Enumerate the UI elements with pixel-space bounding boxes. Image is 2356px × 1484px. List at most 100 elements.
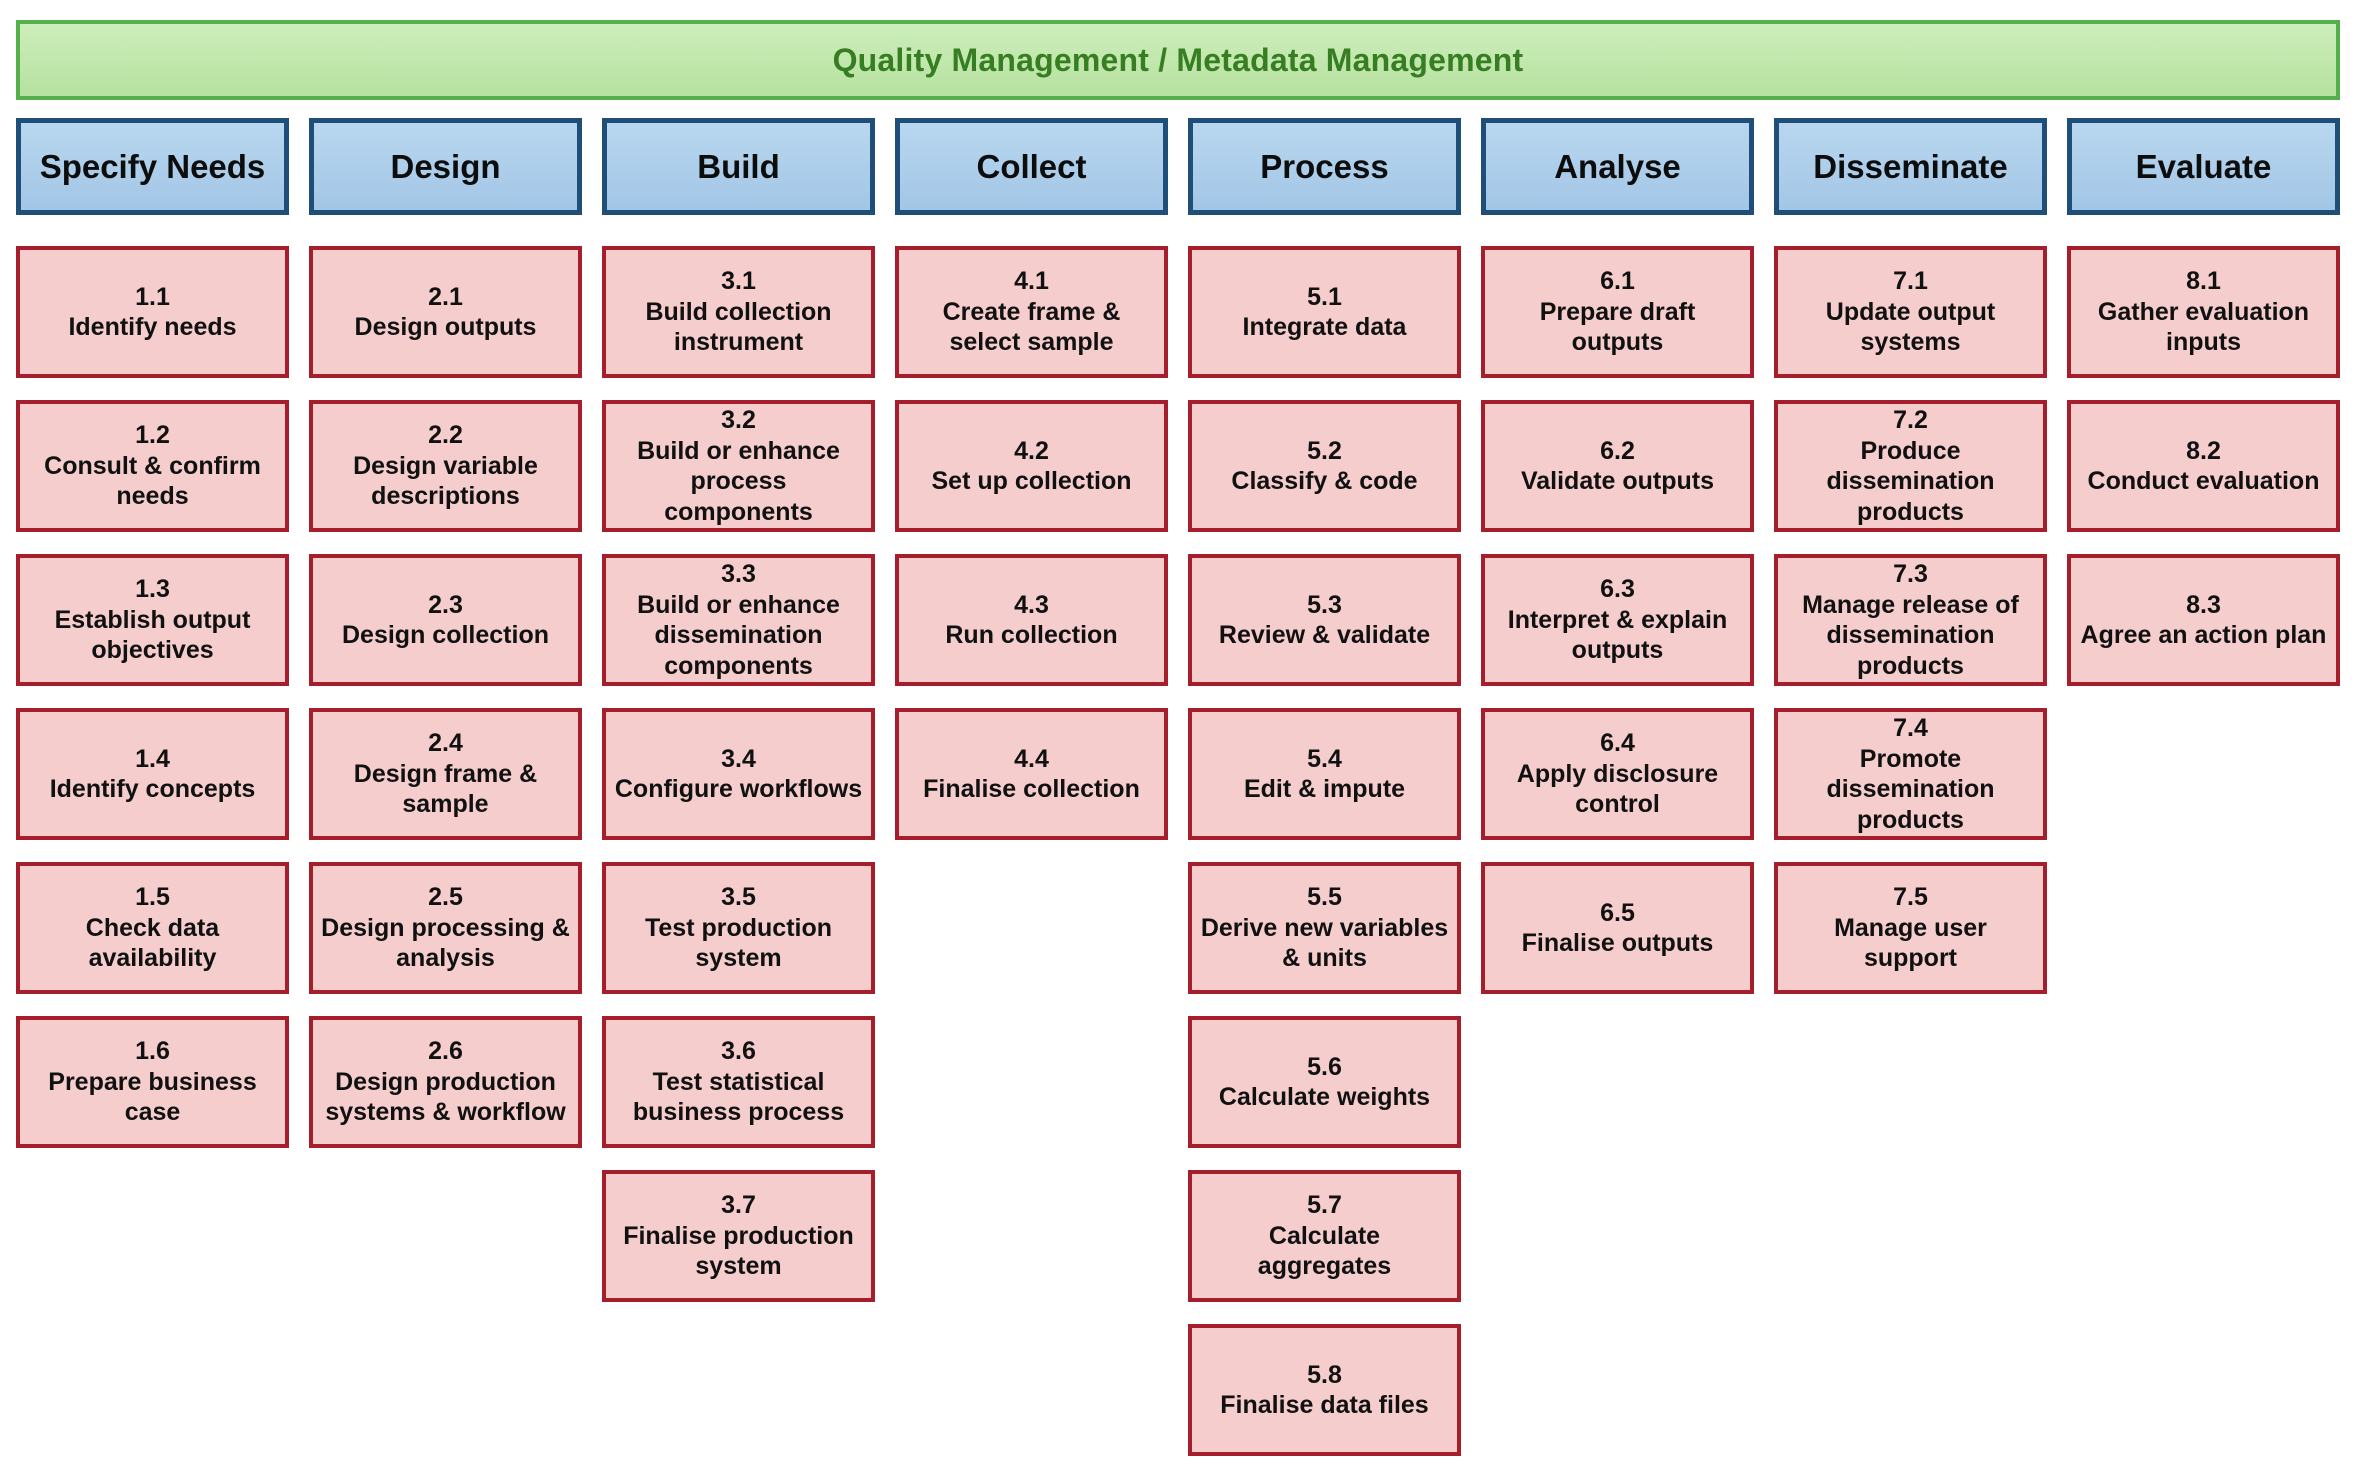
task-number: 3.4 [721, 744, 756, 773]
task-label: Identify concepts [49, 775, 256, 803]
task-number: 5.3 [1307, 590, 1342, 619]
task-label: Apply disclosure control [1516, 759, 1719, 819]
task-label: Calculate aggregates [1257, 1221, 1392, 1281]
task-label: Identify needs [68, 313, 237, 341]
task-number: 7.3 [1893, 560, 1928, 588]
task-number: 1.1 [135, 282, 170, 311]
task-label: Run collection [945, 621, 1118, 649]
task-number: 8.3 [2186, 590, 2221, 619]
phase-header-evaluate: Evaluate [2067, 118, 2340, 215]
task-label: Manage user support [1834, 913, 1987, 973]
task-label: Agree an action plan [2080, 621, 2327, 649]
task-card-6-1: 6.1 Prepare draft outputs [1481, 246, 1754, 378]
task-card-5-7: 5.7 Calculate aggregates [1188, 1170, 1461, 1302]
task-card-1-1: 1.1 Identify needs [16, 246, 289, 378]
task-number: 2.2 [428, 421, 463, 450]
task-number: 1.3 [135, 575, 170, 604]
task-label: Design variable descriptions [353, 451, 538, 511]
task-card-5-5: 5.5 Derive new variables & units [1188, 862, 1461, 994]
task-label: Manage release of dissemination products [1802, 590, 2019, 680]
task-number: 3.7 [721, 1191, 756, 1220]
task-label: Gather evaluation inputs [2097, 297, 2310, 357]
task-label: Establish output objectives [54, 605, 251, 665]
task-label: Build or enhance process components [637, 436, 840, 526]
task-number: 7.1 [1893, 267, 1928, 296]
task-label: Build collection instrument [645, 297, 832, 357]
task-number: 2.5 [428, 883, 463, 912]
task-number: 5.4 [1307, 744, 1342, 773]
task-number: 7.5 [1893, 883, 1928, 912]
task-card-7-2: 7.2 Produce dissemination products [1774, 400, 2047, 532]
task-card-8-2: 8.2 Conduct evaluation [2067, 400, 2340, 532]
task-number: 3.5 [721, 883, 756, 912]
task-number: 8.1 [2186, 267, 2221, 296]
task-number: 3.3 [721, 560, 756, 588]
task-label: Design production systems & workflow [325, 1067, 566, 1127]
task-card-2-2: 2.2 Design variable descriptions [309, 400, 582, 532]
task-number: 7.2 [1893, 406, 1928, 434]
task-label: Interpret & explain outputs [1507, 605, 1728, 665]
phase-header-disseminate: Disseminate [1774, 118, 2047, 215]
task-number: 5.5 [1307, 883, 1342, 912]
task-number: 2.6 [428, 1037, 463, 1066]
task-label: Update output systems [1825, 297, 1996, 357]
task-label: Design outputs [354, 313, 537, 341]
task-label: Produce dissemination products [1826, 436, 1995, 526]
task-number: 3.6 [721, 1037, 756, 1066]
phase-column-disseminate: Disseminate 7.1 Update output systems 7.… [1774, 118, 2047, 1478]
task-number: 3.1 [721, 267, 756, 296]
task-number: 6.4 [1600, 729, 1635, 758]
task-card-6-2: 6.2 Validate outputs [1481, 400, 1754, 532]
task-label: Promote dissemination products [1826, 744, 1995, 834]
task-number: 4.3 [1014, 590, 1049, 619]
phase-column-process: Process 5.1 Integrate data 5.2 Classify … [1188, 118, 1461, 1478]
task-label: Calculate weights [1218, 1083, 1431, 1111]
task-card-2-3: 2.3 Design collection [309, 554, 582, 686]
task-card-2-5: 2.5 Design processing & analysis [309, 862, 582, 994]
task-card-5-8: 5.8 Finalise data files [1188, 1324, 1461, 1456]
task-number: 5.6 [1307, 1052, 1342, 1081]
task-number: 2.4 [428, 729, 463, 758]
task-card-6-3: 6.3 Interpret & explain outputs [1481, 554, 1754, 686]
task-number: 1.2 [135, 421, 170, 450]
task-label: Derive new variables & units [1200, 913, 1449, 973]
task-number: 2.1 [428, 282, 463, 311]
task-label: Design collection [342, 621, 549, 649]
task-number: 5.1 [1307, 282, 1342, 311]
task-label: Check data availability [85, 913, 220, 973]
task-label: Prepare draft outputs [1539, 297, 1696, 357]
task-label: Design frame & sample [353, 759, 538, 819]
task-card-5-1: 5.1 Integrate data [1188, 246, 1461, 378]
phase-header-analyse: Analyse [1481, 118, 1754, 215]
task-card-3-2: 3.2 Build or enhance process components [602, 400, 875, 532]
phase-column-design: Design 2.1 Design outputs 2.2 Design var… [309, 118, 582, 1478]
task-label: Build or enhance dissemination component… [637, 590, 840, 680]
task-number: 7.4 [1893, 714, 1928, 742]
task-card-8-1: 8.1 Gather evaluation inputs [2067, 246, 2340, 378]
task-card-2-6: 2.6 Design production systems & workflow [309, 1016, 582, 1148]
task-card-5-3: 5.3 Review & validate [1188, 554, 1461, 686]
task-number: 1.6 [135, 1037, 170, 1066]
task-label: Review & validate [1218, 621, 1431, 649]
task-card-6-4: 6.4 Apply disclosure control [1481, 708, 1754, 840]
task-label: Finalise data files [1220, 1391, 1429, 1419]
task-card-3-4: 3.4 Configure workflows [602, 708, 875, 840]
phase-column-collect: Collect 4.1 Create frame & select sample… [895, 118, 1168, 1478]
task-card-5-6: 5.6 Calculate weights [1188, 1016, 1461, 1148]
task-number: 4.2 [1014, 436, 1049, 465]
task-label: Test statistical business process [632, 1067, 845, 1127]
task-number: 6.5 [1600, 898, 1635, 927]
task-label: Create frame & select sample [942, 297, 1121, 357]
task-number: 5.7 [1307, 1191, 1342, 1220]
task-label: Finalise outputs [1521, 929, 1714, 957]
task-card-3-3: 3.3 Build or enhance dissemination compo… [602, 554, 875, 686]
task-card-5-4: 5.4 Edit & impute [1188, 708, 1461, 840]
task-number: 8.2 [2186, 436, 2221, 465]
task-card-1-3: 1.3 Establish output objectives [16, 554, 289, 686]
task-label: Consult & confirm needs [44, 451, 261, 511]
task-card-2-1: 2.1 Design outputs [309, 246, 582, 378]
task-card-1-4: 1.4 Identify concepts [16, 708, 289, 840]
task-label: Finalise production system [623, 1221, 854, 1281]
task-number: 6.2 [1600, 436, 1635, 465]
phase-column-evaluate: Evaluate 8.1 Gather evaluation inputs 8.… [2067, 118, 2340, 1478]
